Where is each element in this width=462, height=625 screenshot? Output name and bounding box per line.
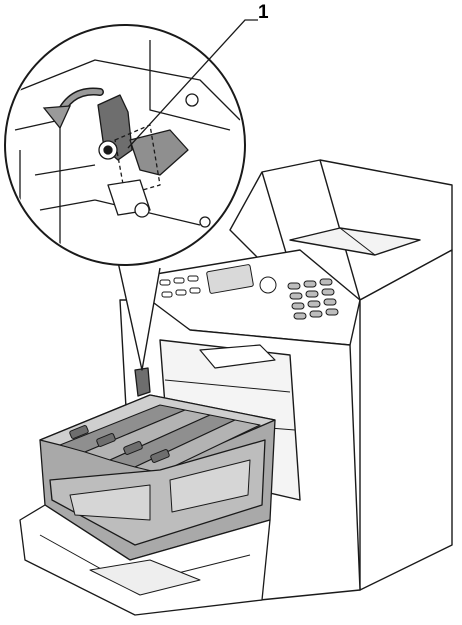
drum-lock-lever-icon bbox=[135, 368, 150, 396]
dpad-button bbox=[260, 277, 276, 293]
callout-number: 1 bbox=[258, 2, 269, 24]
